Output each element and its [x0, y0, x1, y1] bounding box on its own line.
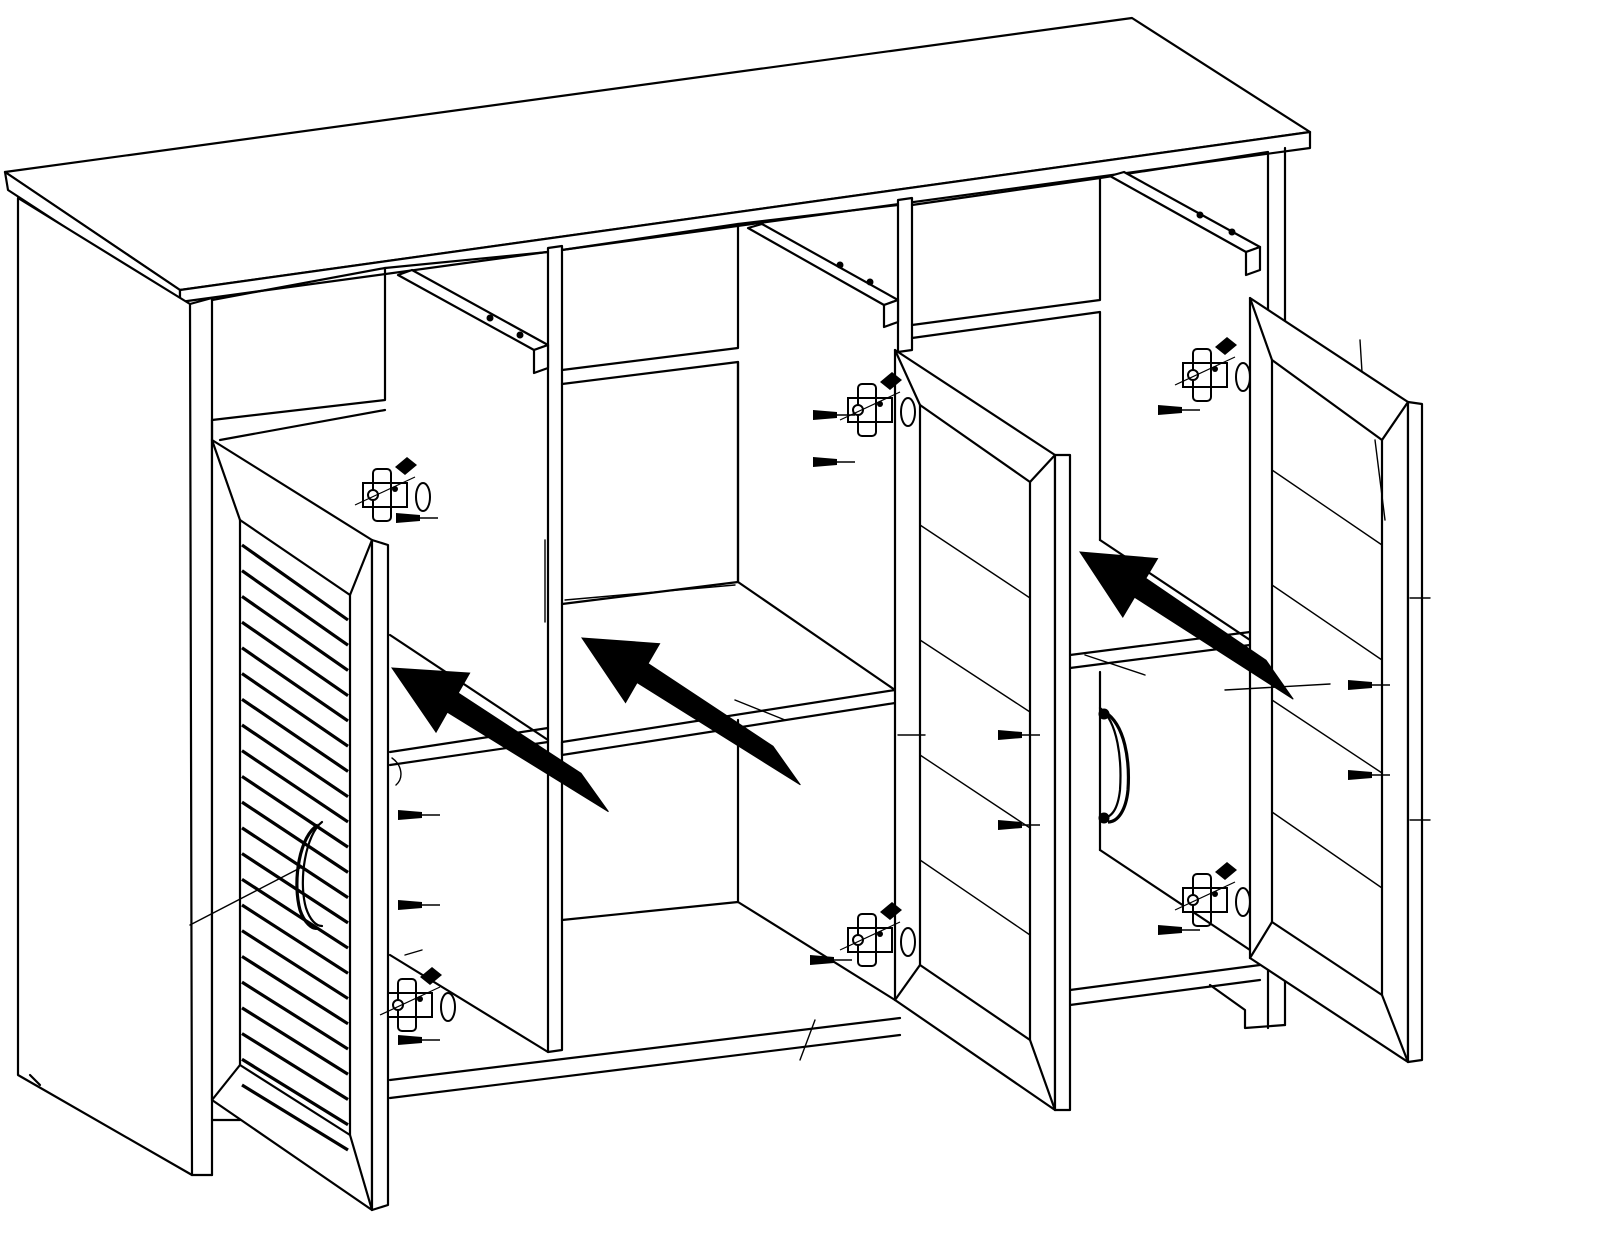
leader-lines — [189, 539, 1331, 1061]
screw-icon — [1158, 925, 1200, 935]
louver-slat — [241, 800, 349, 874]
left-door-handle-icon — [295, 823, 319, 930]
louver-slat — [241, 877, 349, 950]
hinge-icon — [839, 902, 916, 967]
louver-slat — [241, 697, 349, 773]
louver-slat — [241, 723, 349, 798]
assembly-arrows — [391, 551, 1294, 813]
louver-slat — [241, 620, 349, 698]
louver-slat — [241, 852, 349, 925]
hinge-icon — [839, 372, 916, 437]
louver-slat — [241, 1032, 349, 1101]
screw-icon — [998, 820, 1040, 830]
arrow-up-left-icon — [391, 667, 609, 813]
louver-slat — [241, 1083, 349, 1152]
cabinet-left-side — [16, 196, 214, 1177]
screw-icon — [398, 810, 440, 820]
screw-icon — [1348, 680, 1390, 690]
left-louvered-door — [210, 438, 390, 1212]
louver-slat — [241, 543, 349, 622]
screw-icon — [1158, 405, 1200, 415]
arrow-up-left-icon — [581, 637, 801, 786]
louver-slat — [241, 929, 349, 1000]
cabinet-top-panel — [3, 16, 1312, 304]
louver-slat — [241, 749, 349, 824]
screw-icon — [998, 730, 1040, 740]
louver-slat — [241, 955, 349, 1026]
louver-slat — [241, 1006, 349, 1076]
louver-slat — [241, 980, 349, 1051]
louver-slat — [241, 569, 349, 647]
hinge-icon — [379, 967, 456, 1032]
louver-slat — [241, 826, 349, 899]
screw-icon — [1348, 770, 1390, 780]
hinges — [354, 337, 1251, 1032]
louver-slat — [241, 903, 349, 975]
hinge-icon — [1174, 862, 1251, 927]
hinge-icon — [354, 457, 431, 522]
louver-slat — [241, 646, 349, 723]
screw-icon — [810, 955, 852, 965]
louver-slat — [241, 595, 349, 672]
screw-icon — [396, 513, 438, 523]
screw-icon — [813, 457, 855, 467]
cabinet-interior — [210, 146, 1287, 1122]
louver-slat — [241, 672, 349, 748]
screw-icon — [813, 410, 855, 420]
right-framed-door — [1248, 296, 1431, 1064]
cabinet-handle — [1098, 706, 1130, 824]
center-framed-door — [893, 348, 1072, 1112]
hinge-icon — [1174, 337, 1251, 402]
louver-slat — [241, 1057, 349, 1127]
drawer-runners — [396, 170, 1262, 375]
screws — [396, 405, 1390, 1045]
door-louvers — [241, 543, 349, 1152]
louver-slat — [241, 775, 349, 849]
screw-icon — [398, 1035, 440, 1045]
screw-icon — [398, 900, 440, 910]
arrow-up-left-icon — [1079, 551, 1294, 700]
right-handle-icon — [1104, 710, 1130, 824]
